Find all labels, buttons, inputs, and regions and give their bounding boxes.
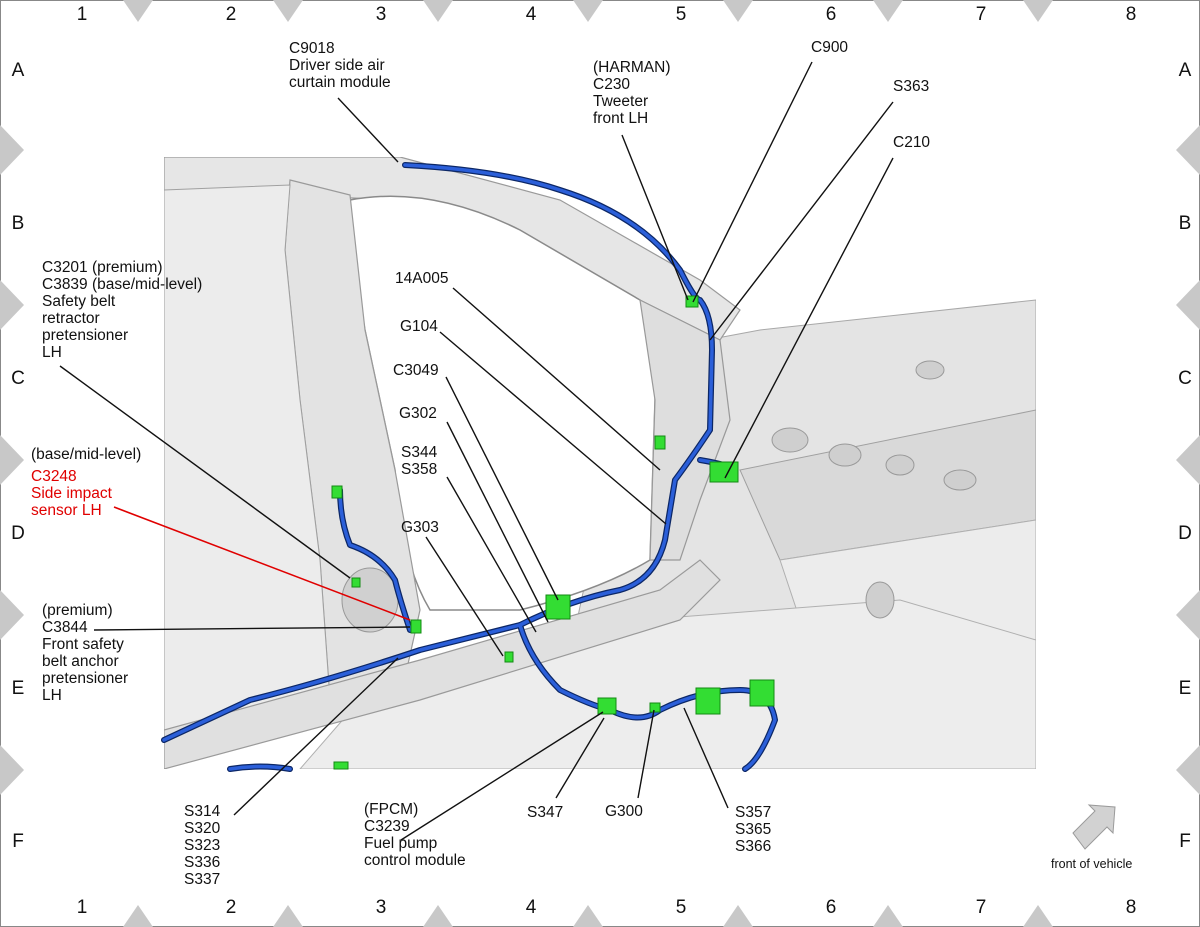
grid-col-6: 6 (825, 897, 837, 918)
grid-col-6: 6 (825, 4, 837, 25)
label-s357-group: S357 S365 S366 (735, 804, 772, 855)
grid-row-e: E (11, 678, 25, 699)
grid-col-7: 7 (975, 4, 987, 25)
grid-col-1: 1 (76, 4, 88, 25)
label-c210: C210 (893, 134, 931, 151)
label-c230-tweeter: (HARMAN) C230 Tweeter front LH (593, 59, 671, 127)
grid-col-3: 3 (375, 897, 387, 918)
grid-col-8: 8 (1125, 4, 1137, 25)
grid-col-2: 2 (225, 897, 237, 918)
label-c3844-belt-anchor: (premium) C3844 Front safety belt anchor… (42, 602, 129, 704)
grid-row-b: B (11, 213, 25, 234)
grid-row-a: A (11, 60, 25, 81)
grid-row-c: C (1178, 368, 1192, 389)
grid-col-2: 2 (225, 4, 237, 25)
label-s347: S347 (527, 804, 564, 821)
grid-col-7: 7 (975, 897, 987, 918)
label-c900: C900 (811, 39, 849, 56)
grid-row-d: D (1178, 523, 1192, 544)
grid-row-c: C (11, 368, 25, 389)
grid-row-b: B (1178, 213, 1192, 234)
label-g104: G104 (400, 318, 438, 335)
grid-row-d: D (11, 523, 25, 544)
label-c3201-retractor: C3201 (premium) C3839 (base/mid-level) S… (42, 259, 203, 361)
grid-row-a: A (1178, 60, 1192, 81)
label-c3248-side-impact-sensor: C3248 Side impact sensor LH (31, 468, 112, 519)
grid-col-4: 4 (525, 897, 537, 918)
front-of-vehicle-caption: front of vehicle (1051, 857, 1133, 871)
label-s314-group: S314 S320 S323 S336 S337 (184, 803, 221, 888)
label-c3248-qualifier: (base/mid-level) (31, 446, 142, 463)
label-c3239-fpcm: (FPCM) C3239 Fuel pump control module (364, 801, 466, 869)
leader-line-c3248 (113, 506, 411, 621)
label-g300: G300 (605, 803, 643, 820)
label-c9018: C9018 Driver side air curtain module (289, 40, 391, 91)
grid-col-5: 5 (675, 4, 687, 25)
label-14a005: 14A005 (395, 270, 449, 287)
grid-row-f: F (12, 831, 24, 852)
label-c3049: C3049 (393, 362, 439, 379)
grid-col-8: 8 (1125, 897, 1137, 918)
grid-row-e: E (1178, 678, 1192, 699)
connectors (331, 295, 775, 770)
label-g303: G303 (401, 519, 439, 536)
grid-row-f: F (1179, 831, 1191, 852)
front-arrow-icon (1072, 804, 1116, 850)
label-s344-s358: S344 S358 (401, 444, 438, 478)
grid-col-4: 4 (525, 4, 537, 25)
leader-lines (59, 61, 894, 841)
grid-col-1: 1 (76, 897, 88, 918)
label-s363: S363 (893, 78, 930, 95)
grid-col-3: 3 (375, 4, 387, 25)
grid-col-5: 5 (675, 897, 687, 918)
label-g302: G302 (399, 405, 437, 422)
vehicle-body (164, 157, 1036, 769)
